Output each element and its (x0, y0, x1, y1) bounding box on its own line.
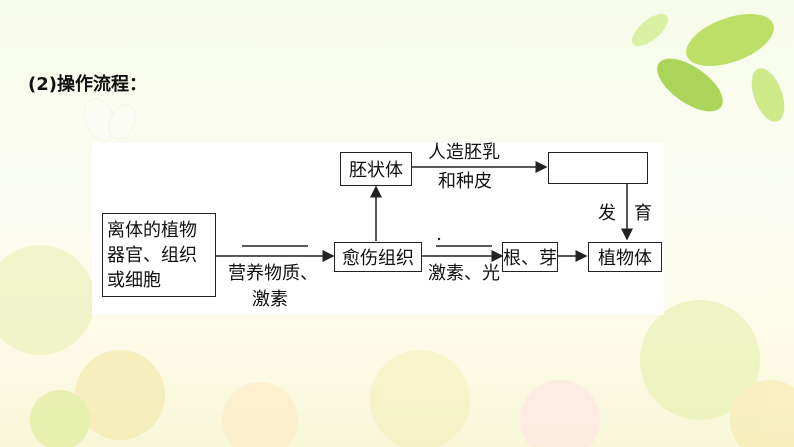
node-callus: 愈伤组织 (334, 242, 422, 272)
label-artificial-endosperm: 人造胚乳 (428, 142, 500, 163)
section-heading: (2)操作流程： (28, 74, 147, 95)
callus-arrow-dot (437, 237, 441, 241)
node-explant: 离体的植物 器官、组织 或细胞 (102, 213, 216, 297)
label-hormone-light: 激素、光 (428, 263, 500, 284)
label-nutrients: 营养物质、 (228, 263, 318, 284)
flow-diagram: 离体的植物 器官、组织 或细胞 愈伤组织 胚状体 根、芽 植物体 人造胚乳 和种… (92, 142, 664, 315)
node-plant: 植物体 (588, 242, 662, 272)
node-embryoid: 胚状体 (340, 152, 412, 186)
node-blank (548, 152, 648, 184)
node-root-bud: 根、芽 (502, 242, 558, 272)
label-develop-2: 育 (634, 203, 652, 224)
label-hormone: 激素 (252, 289, 288, 310)
leaf-cluster-top-right (631, 13, 785, 122)
label-seed-coat: 和种皮 (438, 171, 492, 192)
butterfly-decoration (83, 98, 136, 142)
label-develop-1: 发 (598, 203, 616, 224)
